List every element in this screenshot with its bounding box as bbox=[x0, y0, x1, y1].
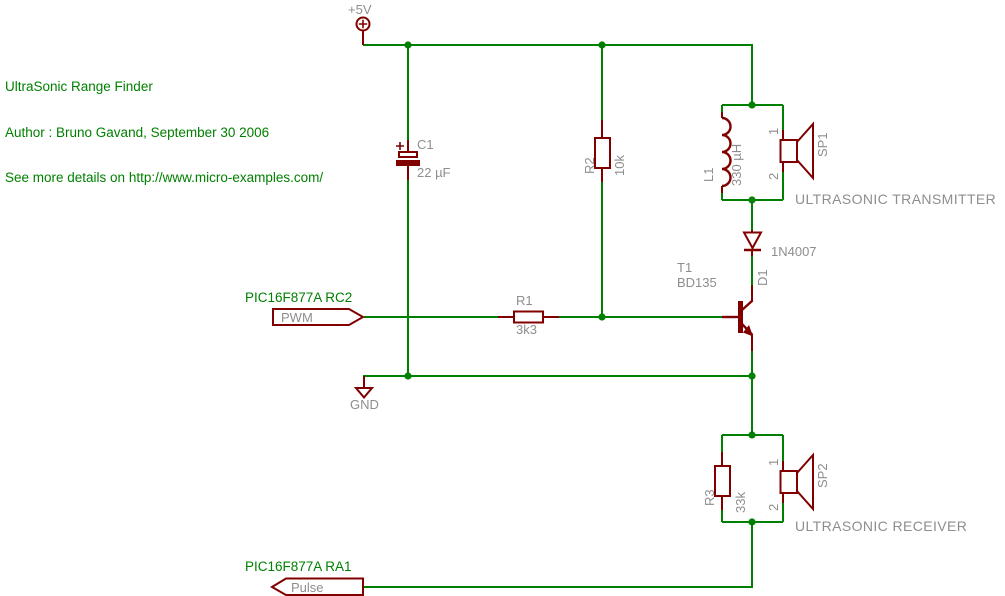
t1-collector-lead bbox=[741, 299, 754, 311]
transistor-t1: T1 BD135 bbox=[677, 260, 754, 351]
r1-body bbox=[513, 310, 544, 324]
c1-plate-positive bbox=[398, 151, 418, 158]
net-wire-vcc-rail bbox=[363, 44, 753, 105]
pulse-flag bbox=[270, 577, 364, 596]
pulse-flag-label: Pulse bbox=[291, 580, 324, 595]
l1-coil bbox=[721, 116, 732, 188]
port-pulse: PIC16F877A RA1 Pulse bbox=[245, 559, 364, 596]
power-flag-5v: +5V bbox=[348, 2, 372, 45]
speaker-sp2: 1 2 SP2 ULTRASONIC RECEIVER bbox=[766, 452, 967, 534]
r1-value-label: 3k3 bbox=[516, 322, 537, 337]
schematic-author: Author : Bruno Gavand, September 30 2006 bbox=[5, 125, 269, 140]
pwm-net-label: PIC16F877A RC2 bbox=[245, 290, 352, 305]
t1-ref-label: T1 bbox=[677, 260, 692, 275]
resistor-r2: R2 10k bbox=[582, 120, 627, 182]
pwm-flag-label: PWM bbox=[281, 310, 313, 325]
gnd-label: GND bbox=[350, 397, 379, 412]
vcc-plus-icon bbox=[358, 19, 368, 29]
transmitter-caption: ULTRASONIC TRANSMITTER bbox=[795, 191, 996, 207]
junction-dot bbox=[748, 372, 756, 380]
r3-body bbox=[714, 465, 731, 497]
sp2-pin2-label: 2 bbox=[766, 504, 781, 511]
sp2-horn bbox=[796, 452, 814, 512]
port-pwm: PIC16F877A RC2 PWM bbox=[245, 290, 366, 326]
sp1-horn bbox=[796, 121, 814, 181]
gnd-triangle-icon bbox=[353, 387, 375, 400]
sp2-ref-label: SP2 bbox=[815, 463, 830, 488]
junction-dots bbox=[404, 41, 756, 526]
r3-ref-label: R3 bbox=[702, 489, 717, 506]
schematic-title: UltraSonic Range Finder bbox=[5, 79, 153, 94]
d1-value-label: 1N4007 bbox=[771, 244, 817, 259]
vcc-label: +5V bbox=[348, 2, 372, 17]
r2-value-label: 10k bbox=[612, 155, 627, 176]
header-text: UltraSonic Range Finder Author : Bruno G… bbox=[5, 79, 323, 185]
junction-dot bbox=[404, 41, 412, 49]
t1-emitter-arrow-icon bbox=[743, 325, 753, 337]
capacitor-c1: C1 22 µF bbox=[396, 137, 451, 180]
diode-d1: 1N4007 D1 bbox=[742, 230, 817, 286]
junction-dot bbox=[748, 431, 756, 439]
inductor-l1: L1 330 µH bbox=[701, 112, 744, 193]
r1-ref-label: R1 bbox=[516, 293, 533, 308]
c1-ref-label: C1 bbox=[417, 137, 434, 152]
r3-value-label: 33k bbox=[733, 492, 748, 513]
junction-dot bbox=[748, 518, 756, 526]
d1-ref-label: D1 bbox=[755, 269, 770, 286]
l1-ref-label: L1 bbox=[701, 168, 716, 182]
resistor-r1: R1 3k3 bbox=[498, 293, 559, 337]
c1-polarity-plus-icon bbox=[396, 142, 404, 150]
receiver-caption: ULTRASONIC RECEIVER bbox=[795, 518, 967, 534]
t1-value-label: BD135 bbox=[677, 275, 717, 290]
r2-body bbox=[594, 137, 611, 169]
sp1-ref-label: SP1 bbox=[815, 132, 830, 157]
c1-plate-negative bbox=[396, 160, 420, 166]
sp1-body bbox=[779, 139, 798, 163]
l1-value-label: 330 µH bbox=[729, 144, 744, 186]
sp1-pin1-label: 1 bbox=[766, 128, 781, 135]
junction-dot bbox=[404, 372, 412, 380]
r2-ref-label: R2 bbox=[582, 157, 597, 174]
junction-dot bbox=[748, 196, 756, 204]
sp2-body bbox=[779, 470, 798, 494]
sp2-pin1-label: 1 bbox=[766, 459, 781, 466]
pulse-net-label: PIC16F877A RA1 bbox=[245, 559, 352, 574]
junction-dot bbox=[598, 313, 606, 321]
junction-dot bbox=[598, 41, 606, 49]
resistor-r3: R3 33k bbox=[702, 452, 748, 513]
d1-triangle bbox=[742, 231, 763, 251]
speaker-sp1: 1 2 SP1 ULTRASONIC TRANSMITTER bbox=[766, 121, 996, 207]
net-wires bbox=[363, 44, 784, 588]
gnd-symbol: GND bbox=[350, 376, 379, 412]
t1-base-bar bbox=[738, 301, 743, 333]
net-wire-pulse bbox=[363, 522, 753, 588]
schematic-details-url: See more details on http://www.micro-exa… bbox=[5, 170, 323, 185]
junction-dot bbox=[748, 101, 756, 109]
pwm-flag bbox=[272, 308, 366, 326]
c1-value-label: 22 µF bbox=[417, 165, 451, 180]
sp1-pin2-label: 2 bbox=[766, 173, 781, 180]
